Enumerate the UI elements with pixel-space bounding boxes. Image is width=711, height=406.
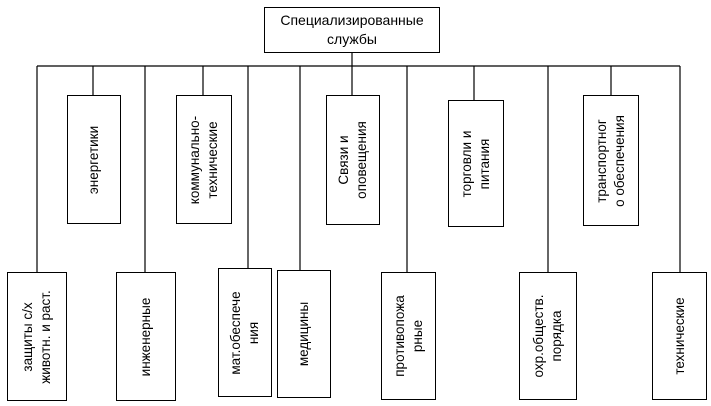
service-box-mediciny: медицины xyxy=(277,270,331,398)
service-box-zashchity: защиты с/х животн. и раст. xyxy=(7,272,67,401)
service-box-svyazi: Связи и оповещения xyxy=(326,95,380,225)
service-box-energetiki: энергетики xyxy=(67,95,121,224)
service-box-ohrana-poryadka: охр.обществ. порядка xyxy=(519,272,577,400)
service-label: противопожа рные xyxy=(391,295,425,377)
service-label: инженерные xyxy=(138,297,153,376)
service-box-kommunalno: коммунально- технические xyxy=(176,95,232,224)
root-box-specialized-services: Специализированные службы xyxy=(264,7,440,53)
service-label: энергетики xyxy=(86,125,101,194)
service-box-transportnogo: транспортног о обеспечения xyxy=(583,95,639,226)
root-label: Специализированные службы xyxy=(280,12,424,47)
service-label: медицины xyxy=(296,301,311,367)
service-box-tehnicheskie: технические xyxy=(652,272,707,400)
service-label: торговли и питания xyxy=(459,130,492,197)
service-label: охр.обществ. порядка xyxy=(531,294,564,378)
service-box-torgovli: торговли и питания xyxy=(448,100,504,227)
service-label: защиты с/х животн. и раст. xyxy=(20,289,53,384)
service-box-protivopozharnye: противопожа рные xyxy=(381,272,436,400)
service-label: транспортног о обеспечения xyxy=(594,114,627,207)
service-label: коммунально- технические xyxy=(187,115,220,204)
service-label: технические xyxy=(671,297,687,375)
service-label: Связи и оповещения xyxy=(336,121,369,199)
service-box-mat-obespechenie: мат.обеспече ния xyxy=(218,268,272,397)
service-box-inzhenernye: инженерные xyxy=(116,272,176,401)
service-label: мат.обеспече ния xyxy=(228,290,261,375)
